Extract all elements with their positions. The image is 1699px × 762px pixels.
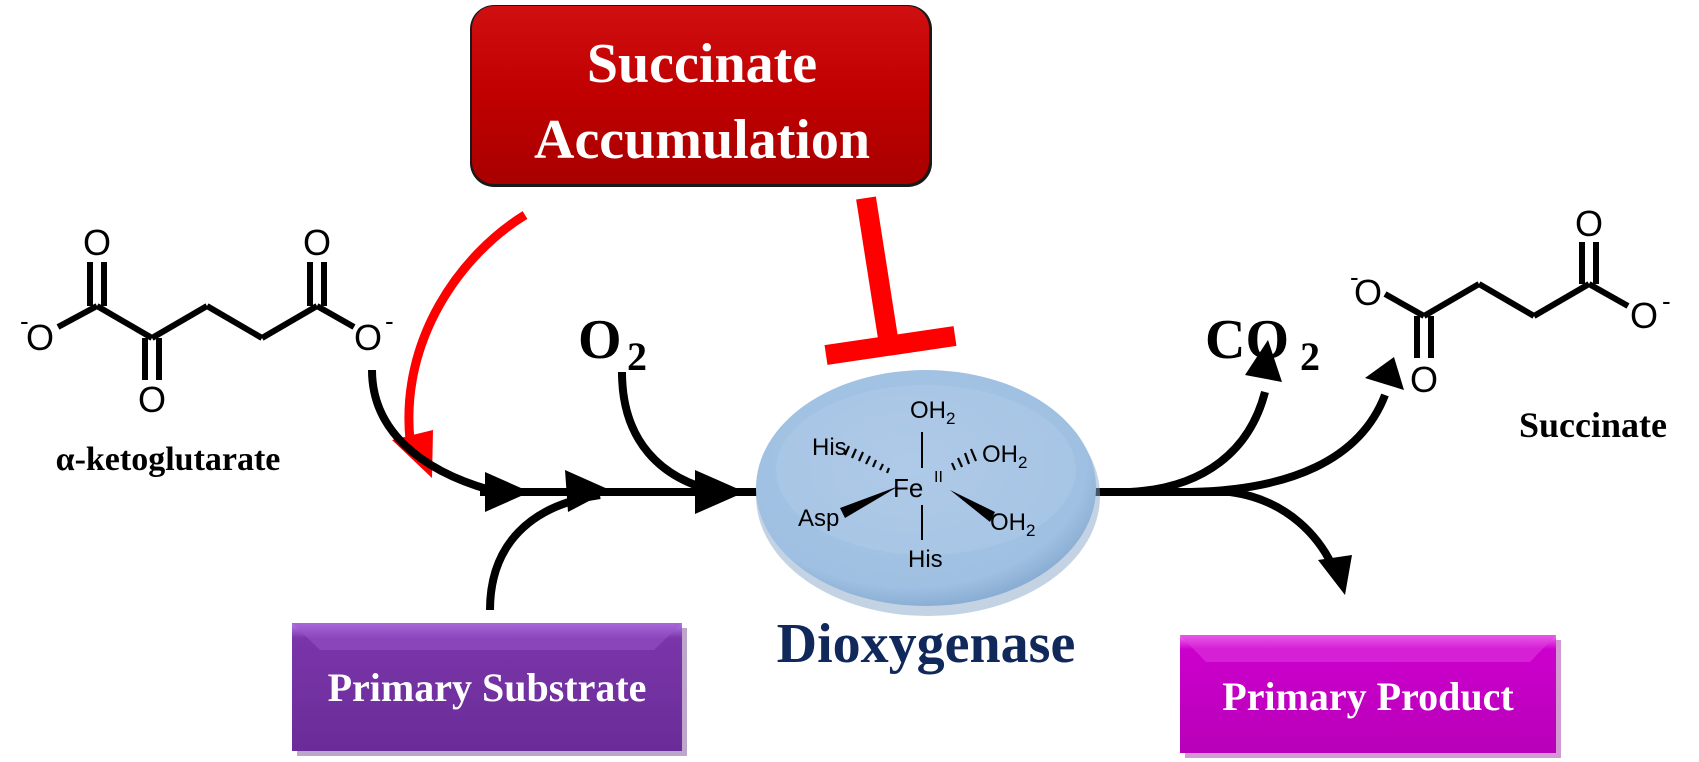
primary-product-box: Primary Product <box>1180 635 1561 758</box>
arrowhead-icon <box>1318 555 1352 595</box>
svg-text:Fe: Fe <box>893 473 923 503</box>
svg-text:-: - <box>385 306 394 336</box>
hashed-bond-left <box>843 445 891 474</box>
svg-text:Asp: Asp <box>798 505 839 532</box>
hashed-bond-right <box>950 448 978 471</box>
arrowhead-icon <box>1365 357 1404 390</box>
primary-substrate-label: Primary Substrate <box>328 665 647 710</box>
succinate-structure <box>1383 242 1630 358</box>
arrowhead-icon <box>485 472 530 512</box>
svg-text:OH: OH <box>982 441 1018 468</box>
svg-text:2: 2 <box>946 409 955 428</box>
alpha-ketoglutarate-atoms: O O O O - O - <box>20 222 394 420</box>
alpha-ketoglutarate-label: α-ketoglutarate <box>56 441 281 478</box>
svg-text:-: - <box>1662 286 1671 316</box>
svg-text:O: O <box>1575 203 1603 244</box>
svg-text:OH: OH <box>910 397 946 424</box>
svg-text:O: O <box>138 379 166 420</box>
svg-text:2: 2 <box>1026 521 1035 540</box>
arrowhead-icon <box>565 470 610 512</box>
inhibition-bar <box>824 196 957 365</box>
wedge-bond-right <box>950 490 995 522</box>
svg-text:O: O <box>578 309 622 371</box>
succinate-activation-arrow <box>392 211 528 478</box>
dioxygenase-label: Dioxygenase <box>777 613 1076 675</box>
svg-text:O: O <box>303 222 331 263</box>
dioxygenase-enzyme <box>756 370 1100 616</box>
svg-text:II: II <box>934 469 943 486</box>
svg-text:O: O <box>354 317 382 358</box>
oxygen-label: O 2 <box>578 309 647 379</box>
svg-text:CO: CO <box>1205 309 1289 371</box>
succinate-label: Succinate <box>1519 405 1667 445</box>
svg-text:2: 2 <box>627 334 647 379</box>
svg-text:His: His <box>812 434 847 461</box>
carbon-dioxide-label: CO 2 <box>1205 309 1320 379</box>
svg-text:-: - <box>1350 262 1359 292</box>
alpha-ketoglutarate-structure <box>56 262 356 380</box>
svg-text:2: 2 <box>1300 334 1320 379</box>
svg-text:O: O <box>1410 359 1438 400</box>
succinate-accumulation-line1: Succinate <box>587 33 817 95</box>
succinate-accumulation-line2: Accumulation <box>534 109 870 171</box>
svg-text:O: O <box>26 317 54 358</box>
svg-text:2: 2 <box>1018 453 1027 472</box>
svg-text:His: His <box>908 546 943 573</box>
svg-text:-: - <box>20 306 29 336</box>
arrowhead-icon <box>1245 340 1282 382</box>
succinate-accumulation-box: Succinate Accumulation <box>470 5 932 187</box>
primary-product-label: Primary Product <box>1222 674 1514 719</box>
svg-text:O: O <box>1630 295 1658 336</box>
succinate-atoms: O - O O O - <box>1350 203 1671 400</box>
svg-text:OH: OH <box>990 509 1026 536</box>
svg-text:O: O <box>83 222 111 263</box>
primary-substrate-box: Primary Substrate <box>292 623 687 756</box>
wedge-bond-left <box>840 486 899 518</box>
svg-text:O: O <box>1354 272 1382 313</box>
iron-coordination-complex: OH 2 His OH 2 Fe II Asp OH 2 His <box>798 397 1035 573</box>
arrowhead-icon <box>695 470 745 514</box>
